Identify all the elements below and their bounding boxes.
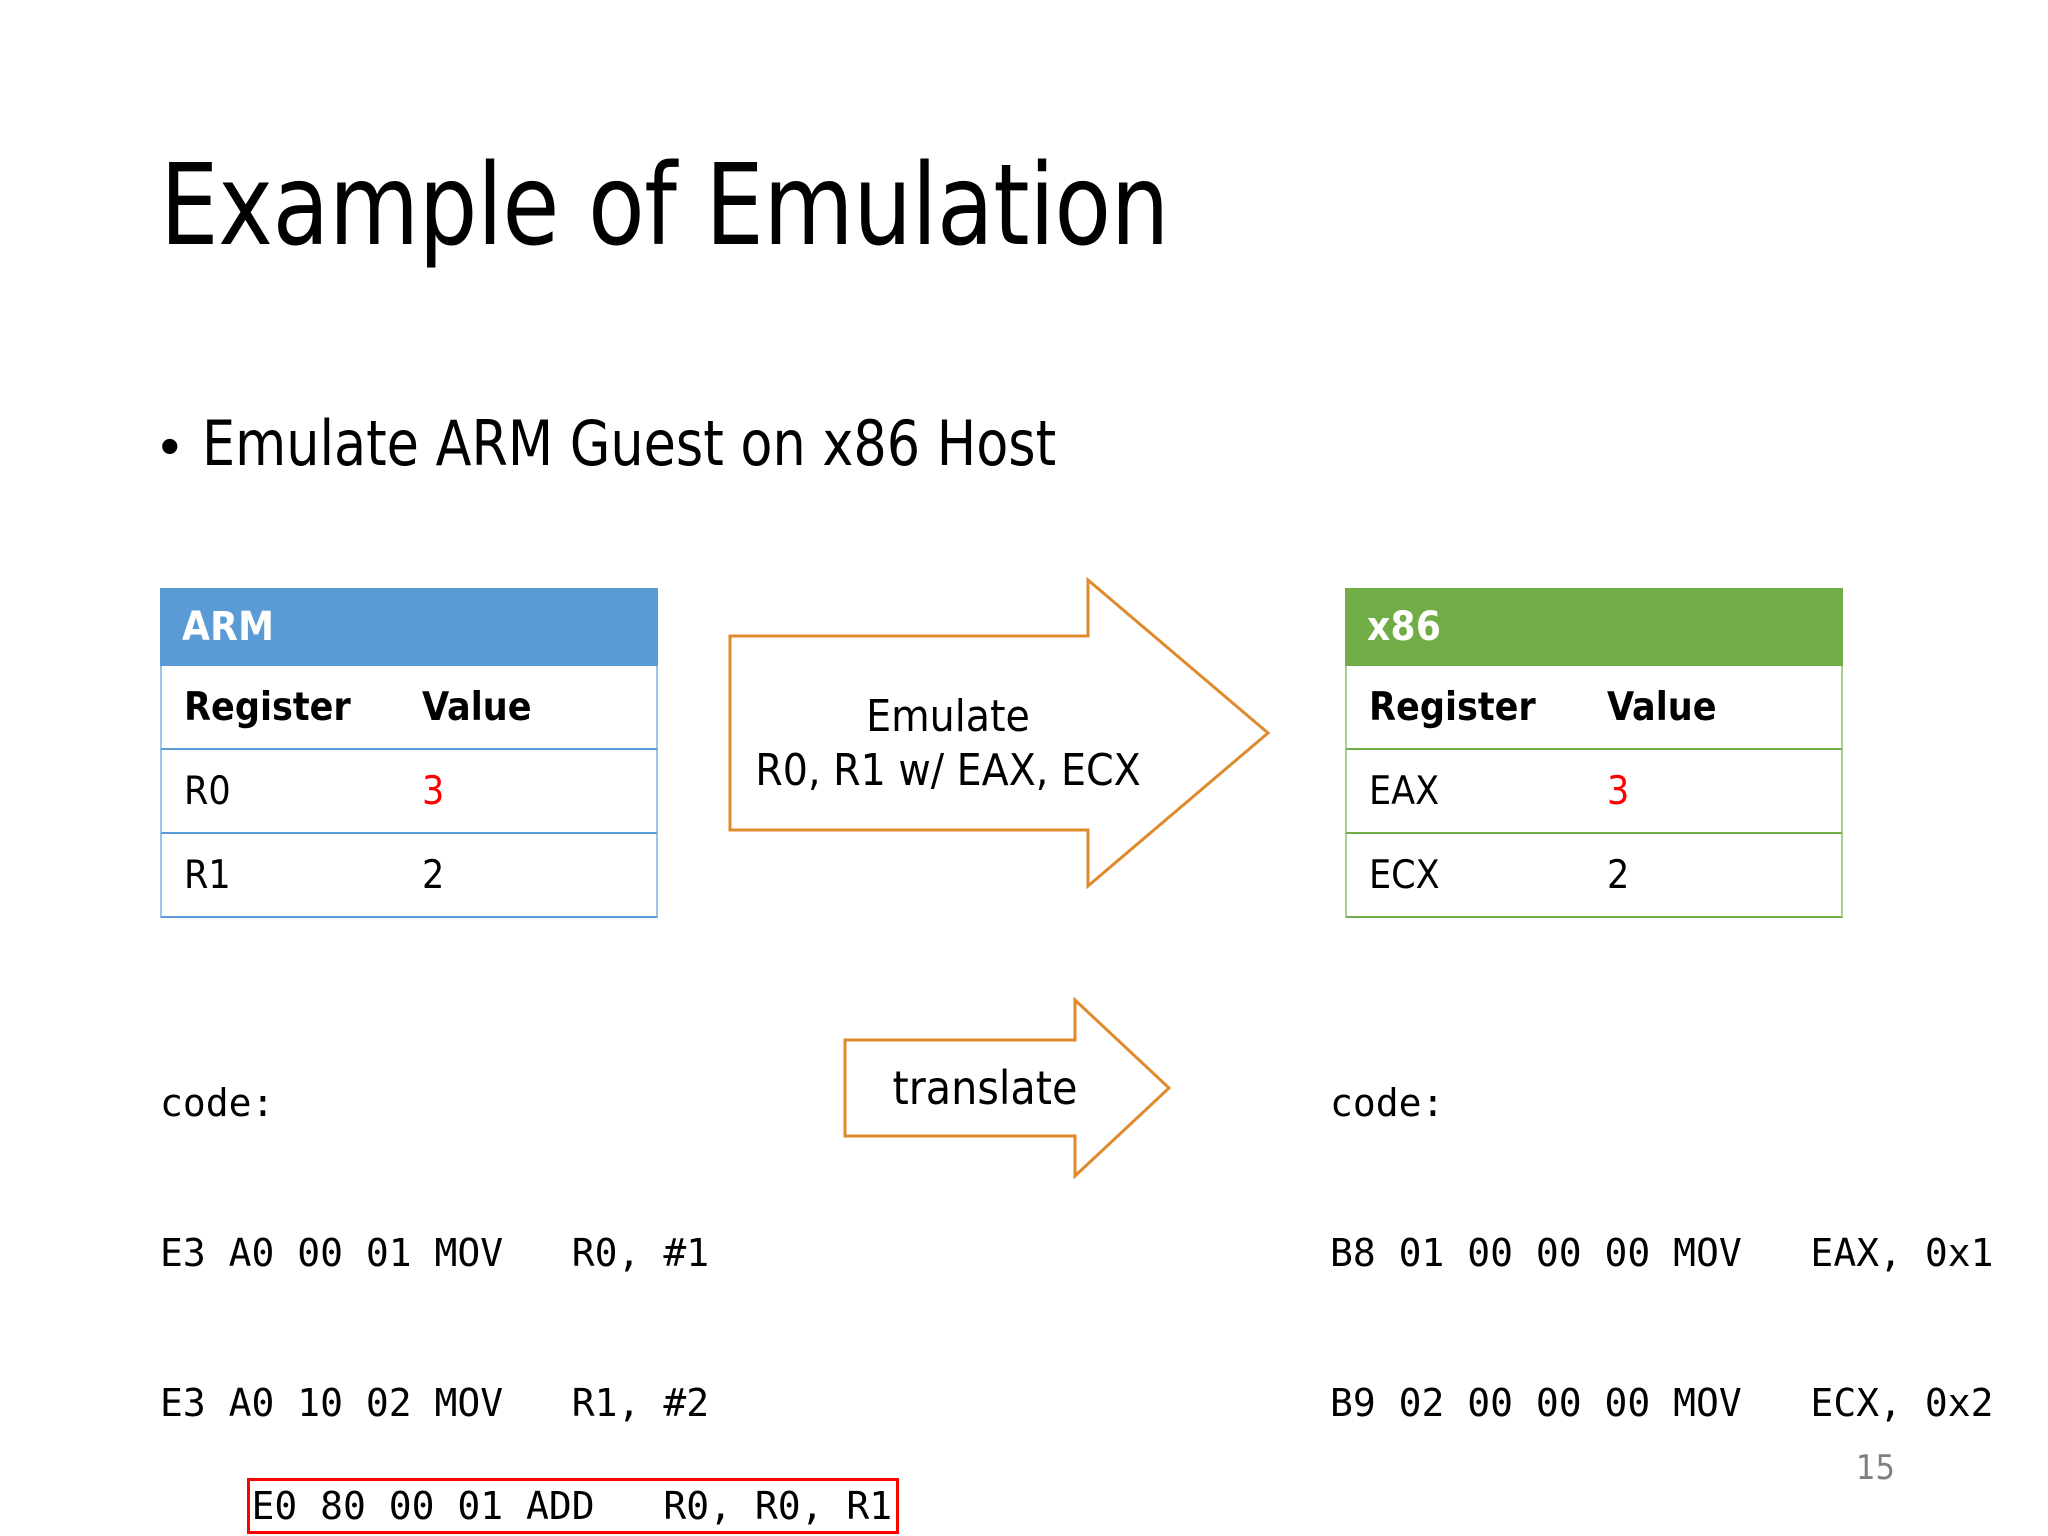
arm-code-heading: code: [160,1081,275,1125]
x86-register-table: x86 Register Value EAX 3 ECX 2 [1345,588,1843,918]
bullet-text: Emulate ARM Guest on x86 Host [201,407,1056,480]
arm-code-line-0: E3 A0 00 01 MOV R0, #1 [160,1231,710,1275]
x86-table-title: x86 [1345,588,1843,666]
x86-row1-register: ECX [1369,852,1440,898]
emulate-label-line2: R0, R1 w/ EAX, ECX [755,744,1141,796]
x86-row0-value: 3 [1607,768,1630,814]
emulate-label-line1: Emulate [866,691,1030,742]
emulate-arrow-label: Emulate R0, R1 w/ EAX, ECX [728,690,1168,797]
slide-number: 15 [1856,1448,1895,1488]
translate-arrow-icon [843,996,1172,1180]
arm-table-title: ARM [160,588,658,666]
x86-col-value: Value [1607,684,1717,730]
arm-row0-value: 3 [422,768,445,814]
table-row: R0 3 [160,750,658,834]
arm-col-register: Register [184,684,351,730]
arm-table-header-row: Register Value [160,666,658,750]
x86-code-line-1: B9 02 00 00 00 MOV ECX, 0x2 [1330,1381,1994,1425]
arm-row1-register: R1 [184,852,231,898]
x86-code-heading: code: [1330,1081,1445,1125]
bullet-item: • Emulate ARM Guest on x86 Host [160,407,1110,480]
x86-code-listing: code: B8 01 00 00 00 MOV EAX, 0x1 B9 02 … [1330,978,1993,1536]
x86-table-header-row: Register Value [1345,666,1843,750]
x86-col-register: Register [1369,684,1536,730]
arm-code-line-1: E3 A0 10 02 MOV R1, #2 [160,1381,710,1425]
x86-row1-value: 2 [1607,852,1630,898]
arm-col-value: Value [422,684,532,730]
arm-row1-value: 2 [422,852,445,898]
page-title: Example of Emulation [160,141,1169,271]
x86-code-line-2-highlighted: 01 C8 ADD EAX, ECX [1330,1528,1993,1536]
table-row: R1 2 [160,834,658,918]
arm-row0-register: R0 [184,768,231,814]
table-row: EAX 3 [1345,750,1843,834]
emulate-arrow-icon [728,576,1271,890]
x86-code-line-0: B8 01 00 00 00 MOV EAX, 0x1 [1330,1231,1994,1275]
arm-code-line-2-highlighted: E0 80 00 01 ADD R0, R0, R1 [246,1478,900,1534]
bullet-marker-icon: • [160,414,180,477]
x86-row0-register: EAX [1369,768,1440,814]
arm-code-listing: code: E3 A0 00 01 MOV R0, #1 E3 A0 10 02… [160,978,900,1536]
table-row: ECX 2 [1345,834,1843,918]
translate-arrow-label: translate [892,1061,1078,1115]
arm-register-table: ARM Register Value R0 3 R1 2 [160,588,658,918]
